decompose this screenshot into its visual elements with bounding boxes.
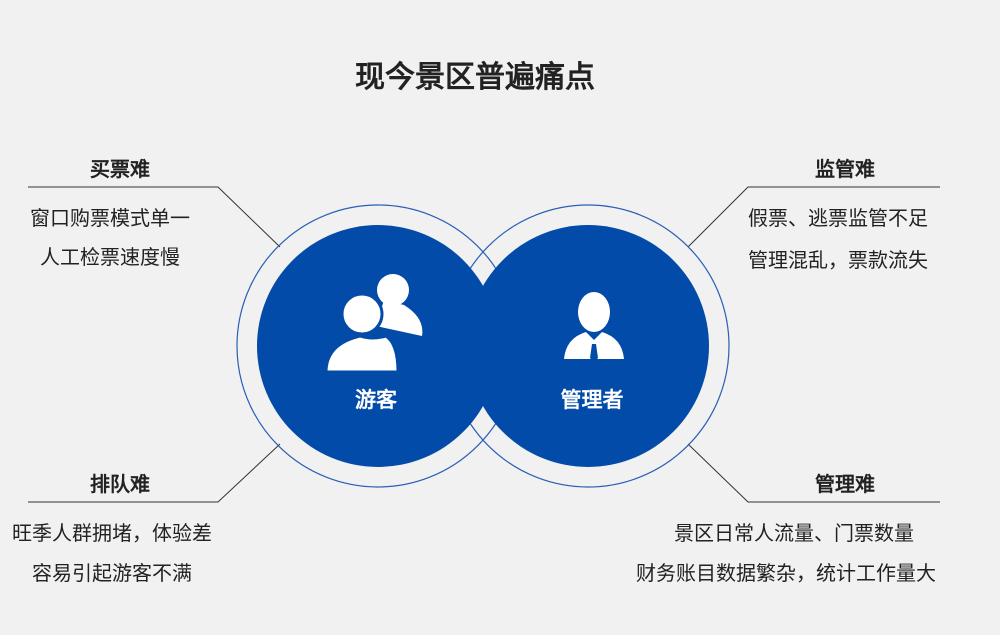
queue-line-2: 容易引起游客不满 — [32, 561, 192, 585]
connector-buy — [28, 186, 281, 248]
heading-buy: 买票难 — [90, 157, 150, 181]
connector-lines — [28, 186, 940, 503]
heading-queue: 排队难 — [90, 472, 150, 496]
buy-line-1: 窗口购票模式单一 — [30, 206, 190, 230]
heading-manage: 管理难 — [815, 472, 875, 496]
circle-label-visitor: 游客 — [355, 388, 397, 412]
users-icon — [324, 274, 423, 374]
connector-supervise — [687, 186, 940, 248]
manage-line-2: 财务账目数据繁杂，统计工作量大 — [636, 561, 936, 585]
circle-label-manager: 管理者 — [560, 388, 624, 412]
buy-line-2: 人工检票速度慢 — [40, 245, 180, 269]
supervise-line-2: 管理混乱，票款流失 — [748, 248, 928, 272]
queue-line-1: 旺季人群拥堵，体验差 — [12, 521, 212, 545]
connector-manage — [687, 443, 940, 503]
manager-icon — [564, 292, 624, 362]
supervise-line-1: 假票、逃票监管不足 — [748, 206, 928, 230]
connector-queue — [28, 443, 281, 503]
manage-line-1: 景区日常人流量、门票数量 — [674, 521, 914, 545]
heading-supervise: 监管难 — [815, 157, 875, 181]
page-title: 现今景区普遍痛点 — [355, 60, 595, 95]
